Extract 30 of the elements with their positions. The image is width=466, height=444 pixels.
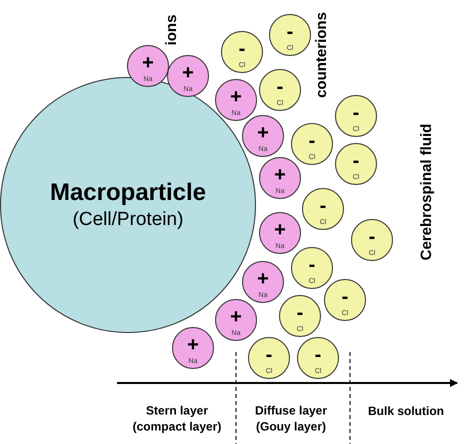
charge-sign: - (342, 287, 348, 307)
charge-sign: - (308, 131, 316, 151)
charge-sign: - (238, 39, 246, 59)
charge-sign: - (368, 227, 376, 247)
charge-sign: + (274, 165, 286, 185)
charge-sign: - (296, 303, 304, 323)
particle-name: Macroparticle (50, 178, 206, 208)
ion-label: counterions (312, 12, 331, 98)
charge-sign: + (274, 220, 286, 240)
charge-sign: - (286, 22, 294, 42)
charge-sign: - (314, 345, 322, 365)
charge-sign: - (320, 196, 326, 216)
charge-sign: + (187, 335, 199, 355)
charge-sign: - (352, 151, 360, 171)
charge-sign: + (257, 123, 269, 143)
layer-label: Bulk solution (367, 404, 445, 420)
charge-sign: - (308, 255, 316, 275)
layer-label: Stern layer (compact layer) (132, 403, 222, 435)
charge-sign: + (230, 307, 242, 327)
fluid-label: Cerebrospinal fluid (416, 124, 436, 260)
charge-sign: + (230, 87, 242, 107)
charge-sign: - (266, 345, 272, 365)
layer-label: Diffuse layer (Gouy layer) (254, 403, 328, 435)
ion-label: ions (162, 14, 181, 46)
charge-sign: + (142, 53, 154, 73)
charge-sign: - (276, 77, 284, 97)
charge-sign: - (352, 103, 360, 123)
particle-note: (Cell/Protein) (72, 208, 184, 232)
charge-sign: + (257, 269, 269, 289)
charge-sign: + (182, 63, 194, 83)
